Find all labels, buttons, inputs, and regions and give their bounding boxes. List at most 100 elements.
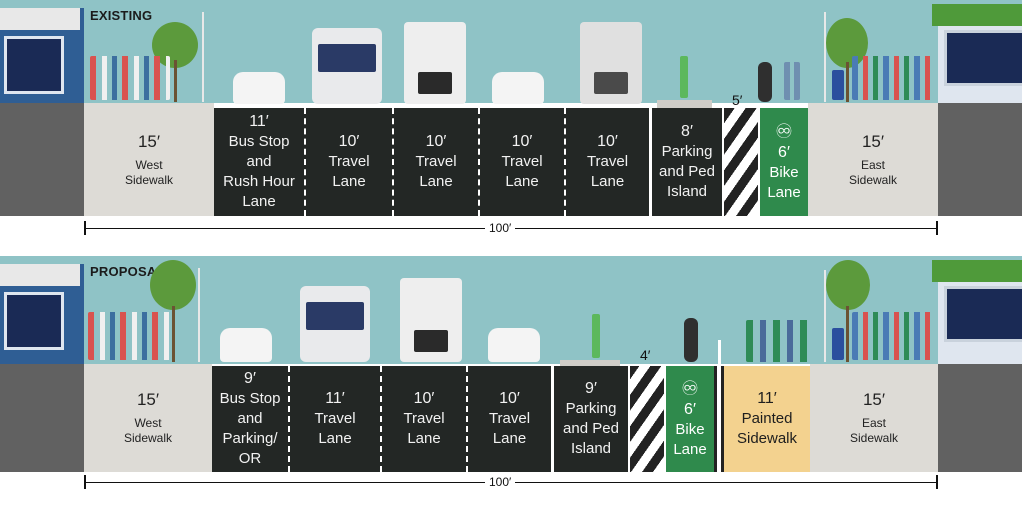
pedestrian-icon [592,314,600,358]
segment-label: Sidewalk [848,172,898,187]
segment-label: East [861,416,886,430]
segment-width: 9′ [244,370,256,387]
segment-label: and Ped [659,163,715,180]
segment-label: Lane [407,430,441,447]
travel-lane-1: 10′ Travel Lane [306,108,394,216]
right-building-window [944,30,1022,86]
segment-width: 15′ [861,131,885,151]
existing-section: EXISTING 15′ West Sidewalk 11′ Bus Stop … [0,0,1022,248]
bike-lane: ♾ 6′ Bike Lane [666,366,714,472]
segment-label: Lane [332,173,366,190]
street-lamp-icon [824,270,826,362]
segment-width: 9′ [585,380,597,397]
car-icon [488,328,540,362]
car-icon [492,72,544,104]
painted-sidewalk: 11′ Painted Sidewalk [724,366,810,472]
segment-width: 6′ [778,144,790,161]
car-icon [233,72,285,104]
buffer-width-label: 5′ [732,92,743,108]
right-building-window [944,286,1022,342]
pedestrian-icon [784,62,800,100]
segment-label: Bus Stop [228,133,290,150]
truck-grille [414,330,448,352]
segment-label: Lane [590,173,625,190]
striped-buffer [722,108,760,216]
segment-width: 15′ [862,390,886,409]
segment-label: Sidewalk [849,431,899,445]
segment-label: Travel [586,153,629,170]
segment-label: Lane [673,441,707,458]
segment-label: and [237,410,263,427]
travel-lane-3: 10′ Travel Lane [468,366,554,472]
segment-label: Sidewalk [736,430,798,447]
dimension-cap [84,221,86,235]
tree-trunk [174,60,177,102]
segment-label: Bike [769,164,799,181]
bollard [718,340,721,364]
segment-label: East [860,157,885,172]
pedestrian-group [852,56,934,100]
right-building-roof [932,4,1022,26]
segment-width: 10′ [413,390,435,407]
segment-label: Parking [565,400,617,417]
segment-label: Lane [492,430,527,447]
left-building-awning [0,8,80,30]
segment-label: OR [238,450,262,467]
island-curb [657,100,712,108]
tree-icon [150,260,196,310]
street-lamp-icon [202,12,204,102]
cyclist-icon [758,62,772,102]
total-width-label: 100′ [485,221,516,235]
pedestrian-group [90,56,170,100]
segment-width: 10′ [597,133,618,150]
parking-ped-island: 8′ Parking and Ped Island [652,108,722,216]
segment-label: Lane [318,430,352,447]
segment-label: Parking/ [222,430,278,447]
segment-label: Lane [505,173,539,190]
segment-label: Parking [661,143,713,160]
segment-label: Sidewalk [123,431,173,445]
left-building-base [0,364,84,472]
tree-icon [826,260,870,310]
dimension-cap [936,475,938,489]
segment-label: and Ped [563,420,619,437]
bus-window [306,302,364,330]
segment-width: 10′ [511,133,533,150]
panel-label: EXISTING [90,8,153,23]
segment-width: 11′ [249,113,269,130]
pedestrian-group [746,320,810,362]
segment-width: 15′ [136,390,160,409]
right-building-roof [932,260,1022,282]
segment-label: Bike [675,421,705,438]
segment-label: and [246,153,272,170]
segment-width: 10′ [425,133,447,150]
left-building-window [4,36,64,94]
segment-label: Island [666,183,708,200]
street-lamp-icon [198,268,200,362]
truck-grille [418,72,452,94]
truck-grille [594,72,628,94]
parking-ped-island: 9′ Parking and Ped Island [554,366,628,472]
travel-lane-2: 10′ Travel Lane [394,108,480,216]
segment-width: 8′ [681,123,693,140]
bike-lane-symbol-icon: ♾ [681,378,699,400]
proposal-section: PROPOSAL 15′ West Sidewalk 9′ Bus Stop a… [0,256,1022,506]
segment-label: Island [570,440,612,457]
bike-lane: ♾ 6′ Bike Lane [760,108,808,216]
right-building-base [938,103,1022,216]
tree-trunk [846,62,849,102]
striped-buffer [628,366,666,472]
tree-trunk [172,306,175,362]
left-building-awning [0,264,80,286]
left-building-base [0,103,84,216]
bike-lane-symbol-icon: ♾ [775,121,793,143]
buffer-width-label: 4′ [640,347,651,363]
travel-lane-3: 10′ Travel Lane [480,108,566,216]
total-width-label: 100′ [485,475,516,489]
bus-window [318,44,376,72]
pedestrian-group [852,312,934,360]
segment-label: Lane [242,193,276,210]
segment-width: 15′ [137,131,161,151]
segment-label: Bus Stop [219,390,281,407]
segment-width: 11′ [325,390,345,407]
